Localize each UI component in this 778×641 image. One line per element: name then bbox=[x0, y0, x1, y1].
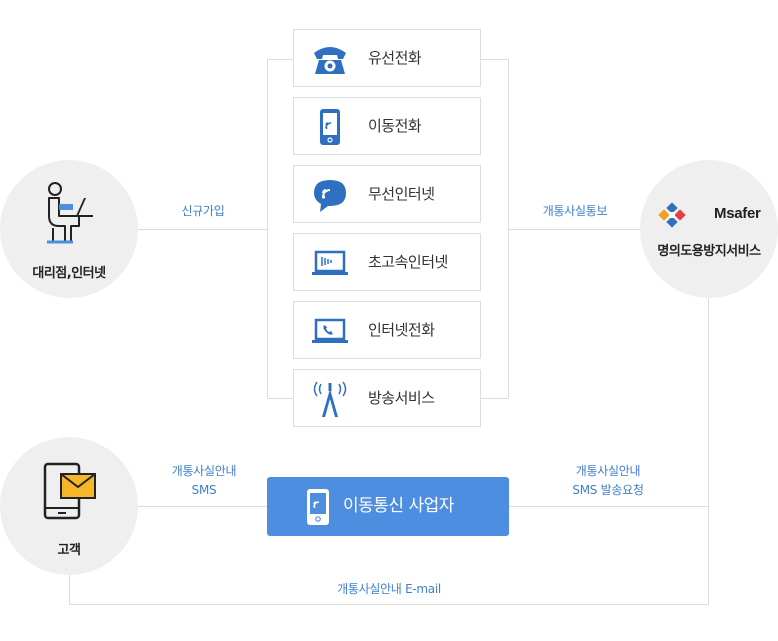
service-box-broadcast: 방송서비스 bbox=[293, 369, 481, 427]
edge-sms-request: 개통사실안내 SMS 발송요청 bbox=[545, 462, 671, 500]
rotary-telephone-icon bbox=[314, 47, 346, 74]
carrier-label: 이동통신 사업자 bbox=[343, 496, 454, 516]
tablet-mail-icon bbox=[43, 462, 96, 520]
msafer-label: 명의도용방지서비스 bbox=[657, 244, 761, 259]
line-customer-to-carrier bbox=[138, 506, 268, 507]
wifi-bubble-icon bbox=[314, 180, 346, 212]
line-email-bottom bbox=[69, 604, 709, 605]
line-agency-to-bracket bbox=[138, 229, 268, 230]
line-msafer-down bbox=[708, 295, 709, 605]
bracket-right-top bbox=[481, 59, 509, 60]
service-box-mobile: 이동전화 bbox=[293, 97, 481, 155]
broadcast-tower-icon bbox=[313, 381, 347, 417]
agency-node: 대리점,인터넷 bbox=[0, 160, 138, 298]
service-label-mobile: 이동전화 bbox=[368, 117, 422, 135]
edge-sms-notice-line2: SMS bbox=[191, 483, 217, 497]
mobile-phone-icon bbox=[320, 109, 340, 145]
customer-label: 고객 bbox=[57, 543, 81, 558]
bracket-left-bottom bbox=[267, 398, 294, 399]
edge-activation-notice: 개통사실통보 bbox=[542, 204, 608, 218]
edge-sms-request-line1: 개통사실안내 bbox=[575, 464, 641, 478]
msafer-logo-icon bbox=[658, 202, 686, 228]
service-label-landline: 유선전화 bbox=[368, 49, 422, 67]
line-bracket-to-msafer bbox=[508, 229, 642, 230]
service-box-wireless-internet: 무선인터넷 bbox=[293, 165, 481, 223]
service-label-wireless-internet: 무선인터넷 bbox=[368, 185, 435, 203]
service-label-broadcast: 방송서비스 bbox=[368, 389, 435, 407]
line-customer-down bbox=[69, 575, 70, 605]
person-at-laptop-icon bbox=[47, 182, 93, 244]
service-label-internet-phone: 인터넷전화 bbox=[368, 321, 435, 339]
msafer-node: Msafer 명의도용방지서비스 bbox=[640, 160, 778, 298]
edge-new-subscription: 신규가입 bbox=[181, 204, 225, 218]
edge-email-notice: 개통사실안내 E-mail bbox=[337, 582, 441, 596]
internet-phone-icon bbox=[312, 318, 348, 343]
edge-sms-request-line2: SMS 발송요청 bbox=[572, 483, 644, 497]
edge-sms-notice-line1: 개통사실안내 bbox=[171, 464, 237, 478]
edge-sms-notice: 개통사실안내 SMS bbox=[150, 462, 258, 500]
msafer-brand: Msafer bbox=[714, 205, 761, 222]
service-box-broadband: 초고속인터넷 bbox=[293, 233, 481, 291]
carrier-node: 이동통신 사업자 bbox=[267, 477, 509, 536]
service-box-landline: 유선전화 bbox=[293, 29, 481, 87]
mobile-phone-icon bbox=[307, 489, 329, 525]
line-msafer-to-carrier bbox=[508, 506, 709, 507]
customer-node: 고객 bbox=[0, 437, 138, 575]
bracket-left-top bbox=[267, 59, 294, 60]
service-box-internet-phone: 인터넷전화 bbox=[293, 301, 481, 359]
bracket-right-bottom bbox=[481, 398, 509, 399]
bracket-left-vertical bbox=[267, 59, 268, 399]
laptop-icon bbox=[312, 250, 348, 275]
service-label-broadband: 초고속인터넷 bbox=[368, 253, 448, 271]
agency-label: 대리점,인터넷 bbox=[32, 266, 106, 281]
